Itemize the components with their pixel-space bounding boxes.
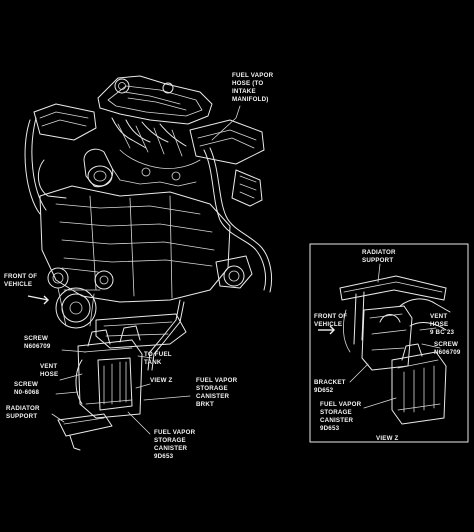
view-z-inset (309, 243, 469, 443)
label-vent-hose-inset: VENT HOSE 9 BC 23 (430, 313, 454, 336)
label-fuel-vapor-canister-bracket: FUEL VAPOR STORAGE CANISTER BRKT (196, 377, 238, 408)
label-view-z-left: VIEW Z (150, 377, 173, 384)
svg-text:N606709: N606709 (24, 343, 51, 350)
svg-text:FRONT OF: FRONT OF (4, 273, 37, 280)
label-front-of-vehicle-left: FRONT OF VEHICLE (4, 273, 37, 288)
svg-text:FUEL VAPOR: FUEL VAPOR (196, 377, 238, 384)
inset-border (309, 243, 469, 443)
label-screw-n-left: SCREW N0-6068 (14, 381, 39, 396)
canister-assembly-left (51, 325, 191, 451)
svg-text:SUPPORT: SUPPORT (6, 413, 37, 420)
svg-text:TANK: TANK (144, 359, 162, 366)
svg-text:FUEL VAPOR: FUEL VAPOR (232, 72, 274, 79)
svg-text:SCREW: SCREW (14, 381, 38, 388)
label-fuel-vapor-canister-inset: FUEL VAPOR STORAGE CANISTER 9D653 (320, 401, 362, 432)
svg-text:9D653: 9D653 (320, 425, 340, 432)
svg-text:VENT: VENT (40, 363, 57, 370)
svg-text:HOSE (TO: HOSE (TO (232, 80, 263, 87)
label-vent-hose-left: VENT HOSE (40, 363, 58, 378)
svg-text:9 BC 23: 9 BC 23 (430, 329, 454, 336)
svg-text:FUEL VAPOR: FUEL VAPOR (154, 429, 196, 436)
svg-text:MANIFOLD): MANIFOLD) (232, 96, 269, 103)
svg-text:VENT: VENT (430, 313, 447, 320)
svg-text:FUEL VAPOR: FUEL VAPOR (320, 401, 362, 408)
svg-text:N0-6068: N0-6068 (14, 389, 39, 396)
svg-text:HOSE: HOSE (40, 371, 58, 378)
svg-text:STORAGE: STORAGE (196, 385, 228, 392)
label-fuel-vapor-canister-left: FUEL VAPOR STORAGE CANISTER 9D653 (154, 429, 196, 460)
svg-text:9D653: 9D653 (154, 453, 174, 460)
svg-text:BRACKET: BRACKET (314, 379, 346, 386)
svg-text:SCREW: SCREW (434, 341, 458, 348)
svg-text:VEHICLE: VEHICLE (314, 321, 342, 328)
svg-text:STORAGE: STORAGE (154, 437, 186, 444)
svg-text:STORAGE: STORAGE (320, 409, 352, 416)
svg-text:CANISTER: CANISTER (196, 393, 230, 400)
svg-text:9D652: 9D652 (314, 387, 334, 394)
svg-text:HOSE: HOSE (430, 321, 448, 328)
svg-text:SUPPORT: SUPPORT (362, 257, 393, 264)
vapor-hose-leader (211, 105, 241, 141)
svg-text:VIEW Z: VIEW Z (150, 377, 173, 384)
svg-text:VIEW Z: VIEW Z (376, 435, 399, 442)
svg-text:TO FUEL: TO FUEL (144, 351, 172, 358)
svg-text:N606709: N606709 (434, 349, 461, 356)
label-screw-left: SCREW N606709 (24, 335, 51, 350)
label-to-fuel-tank: TO FUEL TANK (144, 351, 172, 366)
svg-text:VEHICLE: VEHICLE (4, 281, 32, 288)
svg-text:CANISTER: CANISTER (154, 445, 188, 452)
svg-text:SCREW: SCREW (24, 335, 48, 342)
label-radiator-support-left: RADIATOR SUPPORT (6, 405, 40, 420)
label-front-of-vehicle-inset: FRONT OF VEHICLE (314, 313, 347, 328)
label-fuel-vapor-hose-top: FUEL VAPOR HOSE (TO INTAKE MANIFOLD) (232, 72, 274, 103)
label-radiator-support-inset: RADIATOR SUPPORT (362, 249, 396, 264)
svg-text:BRKT: BRKT (196, 401, 214, 408)
engine-illustration (24, 75, 273, 371)
svg-text:INTAKE: INTAKE (232, 88, 256, 95)
svg-text:RADIATOR: RADIATOR (362, 249, 396, 256)
svg-text:FRONT OF: FRONT OF (314, 313, 347, 320)
label-bracket-inset: BRACKET 9D652 (314, 379, 346, 394)
label-view-z-inset: VIEW Z (376, 435, 399, 442)
label-screw-inset: SCREW N606709 (434, 341, 461, 356)
svg-text:RADIATOR: RADIATOR (6, 405, 40, 412)
svg-text:CANISTER: CANISTER (320, 417, 354, 424)
